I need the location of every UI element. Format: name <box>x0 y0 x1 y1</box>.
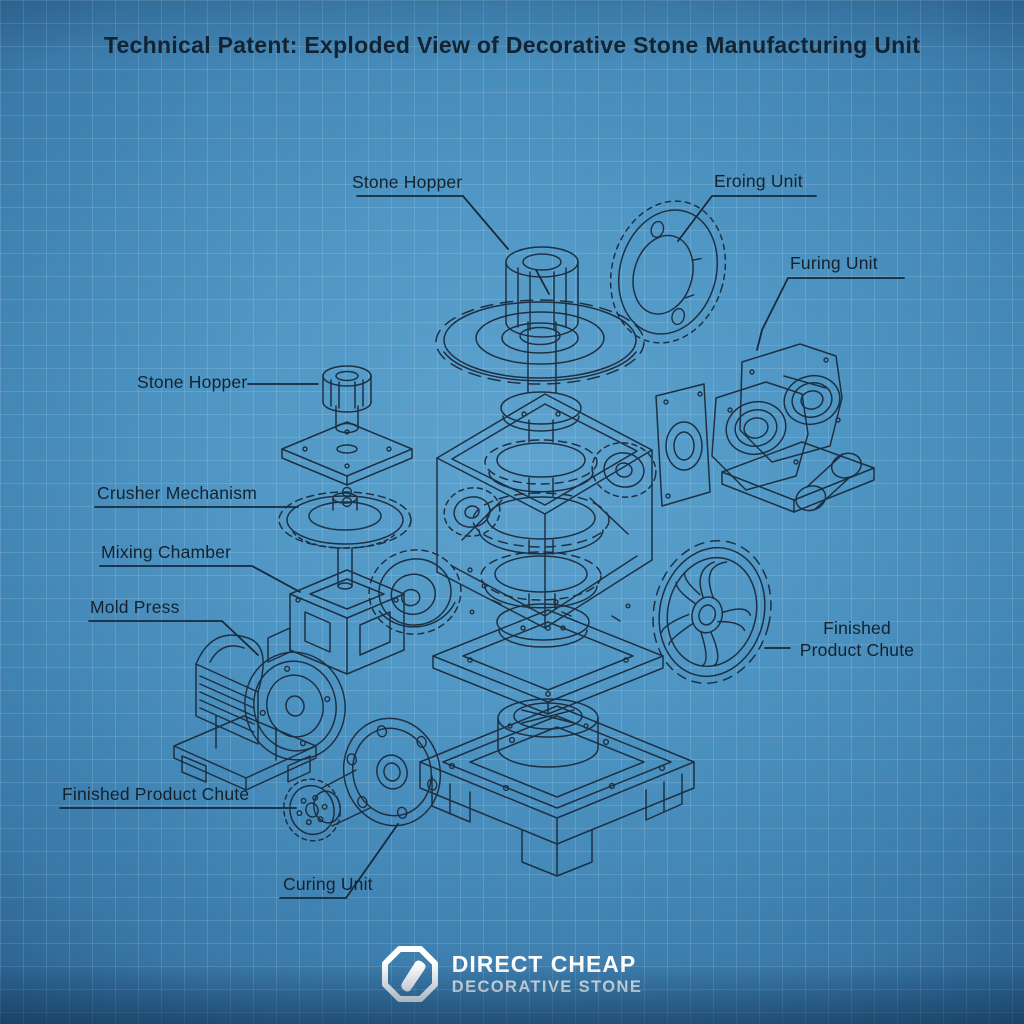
stone-octagon-icon <box>381 946 438 1002</box>
side-housing-plate <box>655 383 711 507</box>
base-platform <box>419 705 695 877</box>
mold-press-motor <box>173 634 346 791</box>
sprocket-ring-gear <box>609 200 727 344</box>
main-drive-gear <box>435 299 645 385</box>
logo-tagline: DECORATIVE STONE <box>451 977 643 996</box>
label-mold-press: Mold Press <box>90 597 180 617</box>
bearing-assembly <box>711 343 875 513</box>
label-crusher-mechanism: Crusher Mechanism <box>97 483 257 503</box>
support-frame <box>436 393 653 629</box>
page-title: Technical Patent: Exploded View of Decor… <box>103 32 921 58</box>
label-eroing-unit: Eroing Unit <box>714 171 803 191</box>
curing-flange-unit <box>283 717 442 842</box>
label-furing-unit: Furing Unit <box>790 253 878 273</box>
mount-plate <box>281 421 413 486</box>
label-mixing-chamber: Mixing Chamber <box>101 542 232 562</box>
brand-logo: DIRECT CHEAP DECORATIVE STONE <box>0 946 1024 1002</box>
label-finished-product-chute-left: Finished Product Chute <box>62 784 250 804</box>
side-gear-right <box>591 442 657 498</box>
spoke-wheel <box>652 539 772 685</box>
side-gear-left <box>443 487 501 537</box>
label-stone-hopper-top: Stone Hopper <box>352 172 463 192</box>
gear-stack <box>472 321 610 648</box>
label-curing-unit: Curing Unit <box>283 874 373 894</box>
label-stone-hopper-left: Stone Hopper <box>137 372 248 392</box>
spur-gear <box>368 549 462 635</box>
logo-name: DIRECT CHEAP <box>451 951 637 978</box>
label-finished-product-chute-right: Finished Product Chute <box>799 618 915 661</box>
